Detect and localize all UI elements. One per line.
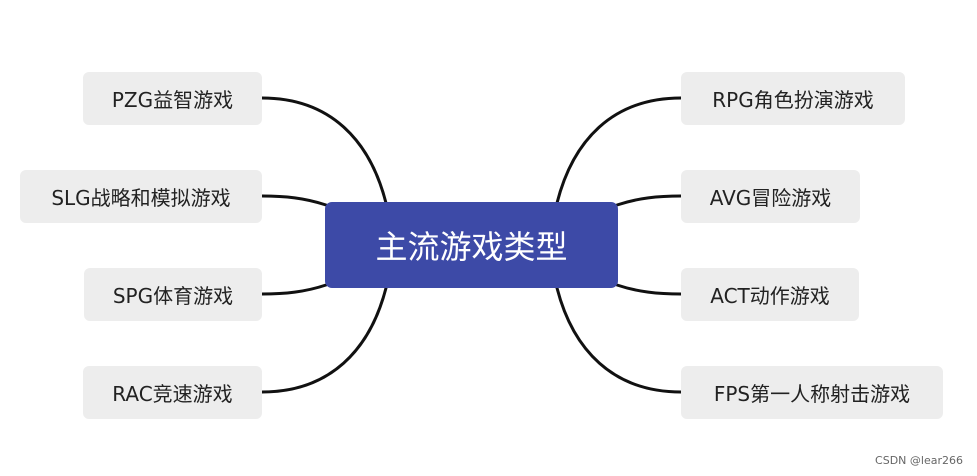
watermark: CSDN @lear266 bbox=[875, 454, 963, 467]
branch-spg[interactable]: SPG体育游戏 bbox=[84, 268, 262, 321]
connector-rac bbox=[260, 286, 388, 394]
connector-avg bbox=[615, 194, 683, 207]
branch-pzg[interactable]: PZG益智游戏 bbox=[83, 72, 262, 125]
branch-avg[interactable]: AVG冒险游戏 bbox=[681, 170, 860, 223]
center-topic[interactable]: 主流游戏类型 bbox=[325, 202, 618, 288]
connector-pzg bbox=[260, 96, 388, 205]
branch-slg[interactable]: SLG战略和模拟游戏 bbox=[20, 170, 262, 223]
connector-fps bbox=[555, 286, 683, 394]
connector-slg bbox=[260, 194, 328, 207]
branch-act[interactable]: ACT动作游戏 bbox=[681, 268, 859, 321]
branch-fps[interactable]: FPS第一人称射击游戏 bbox=[681, 366, 943, 419]
branch-rac[interactable]: RAC竞速游戏 bbox=[83, 366, 262, 419]
connector-rpg bbox=[555, 96, 683, 205]
connector-act bbox=[615, 283, 683, 296]
branch-rpg[interactable]: RPG角色扮演游戏 bbox=[681, 72, 905, 125]
connector-spg bbox=[260, 283, 328, 296]
